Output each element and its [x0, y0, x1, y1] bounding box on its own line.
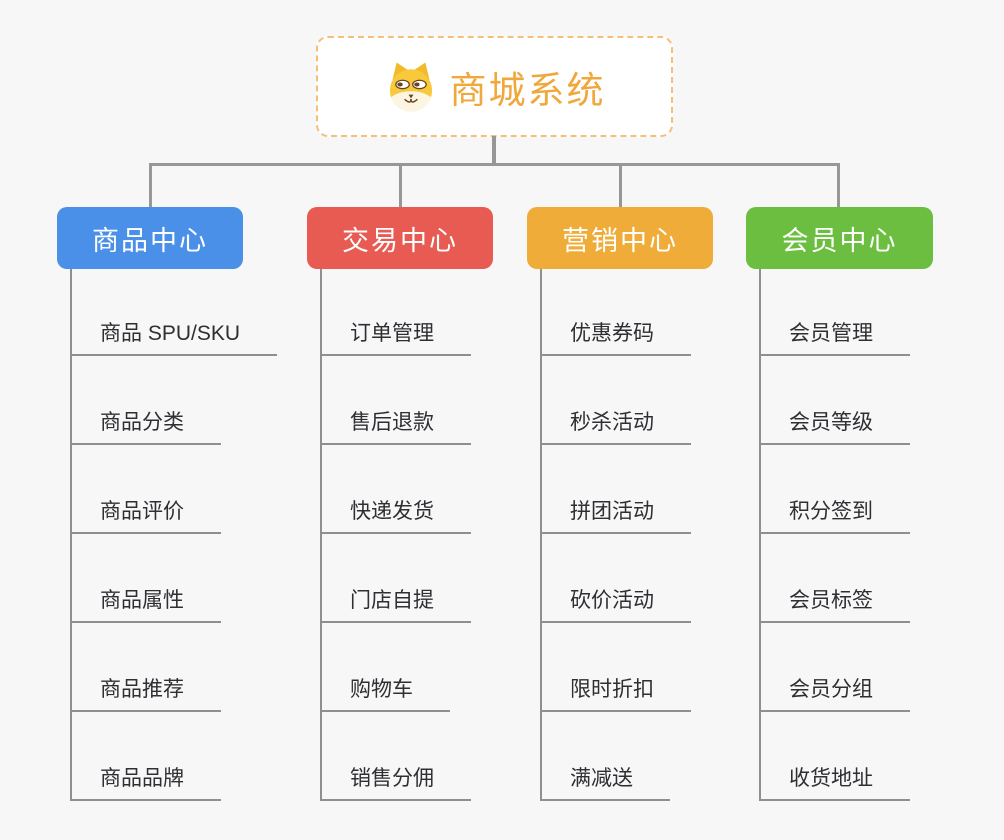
- leaf-node[interactable]: 收货地址: [761, 765, 910, 801]
- leaf-node[interactable]: 商品属性: [72, 587, 221, 623]
- branch-node-marketing-center[interactable]: 营销中心: [527, 207, 713, 269]
- dog-face-icon: [384, 60, 438, 114]
- branch-column-marketing: 优惠券码 秒杀活动 拼团活动 砍价活动 限时折扣 满减送: [540, 269, 691, 801]
- leaf-node[interactable]: 订单管理: [322, 320, 471, 356]
- leaf-node[interactable]: 售后退款: [322, 409, 471, 445]
- connector-horizontal-bar: [149, 163, 840, 166]
- leaf-node[interactable]: 购物车: [322, 676, 450, 712]
- leaf-node[interactable]: 商品分类: [72, 409, 221, 445]
- leaf-node[interactable]: 优惠券码: [542, 320, 691, 356]
- leaf-node[interactable]: 会员管理: [761, 320, 910, 356]
- connector-root-stub: [492, 136, 496, 164]
- leaf-node[interactable]: 积分签到: [761, 498, 910, 534]
- leaf-node[interactable]: 会员等级: [761, 409, 910, 445]
- branch-column-member: 会员管理 会员等级 积分签到 会员标签 会员分组 收货地址: [759, 269, 910, 801]
- root-title: 商城系统: [449, 69, 606, 111]
- root-node[interactable]: 商城系统: [316, 36, 673, 137]
- branch-node-member-center[interactable]: 会员中心: [746, 207, 933, 269]
- leaf-node[interactable]: 会员分组: [761, 676, 910, 712]
- leaf-node[interactable]: 门店自提: [322, 587, 471, 623]
- leaf-node[interactable]: 商品评价: [72, 498, 221, 534]
- connector-drop-goods: [149, 165, 152, 208]
- connector-drop-trade: [399, 165, 402, 208]
- connector-drop-member: [837, 165, 840, 208]
- leaf-node[interactable]: 销售分佣: [322, 765, 471, 801]
- leaf-node[interactable]: 商品 SPU/SKU: [72, 320, 278, 356]
- leaf-node[interactable]: 商品推荐: [72, 676, 221, 712]
- connector-drop-marketing: [619, 165, 622, 208]
- branch-column-trade: 订单管理 售后退款 快递发货 门店自提 购物车 销售分佣: [320, 269, 471, 801]
- leaf-node[interactable]: 商品品牌: [72, 765, 221, 801]
- branch-column-goods: 商品 SPU/SKU 商品分类 商品评价 商品属性 商品推荐 商品品牌: [70, 269, 278, 801]
- leaf-node[interactable]: 会员标签: [761, 587, 910, 623]
- branch-node-goods-center[interactable]: 商品中心: [57, 207, 243, 269]
- leaf-node[interactable]: 拼团活动: [542, 498, 691, 534]
- leaf-node[interactable]: 限时折扣: [542, 676, 691, 712]
- leaf-node[interactable]: 满减送: [542, 765, 670, 801]
- leaf-node[interactable]: 砍价活动: [542, 587, 691, 623]
- leaf-node[interactable]: 快递发货: [322, 498, 471, 534]
- leaf-node[interactable]: 秒杀活动: [542, 409, 691, 445]
- branch-node-trade-center[interactable]: 交易中心: [307, 207, 493, 269]
